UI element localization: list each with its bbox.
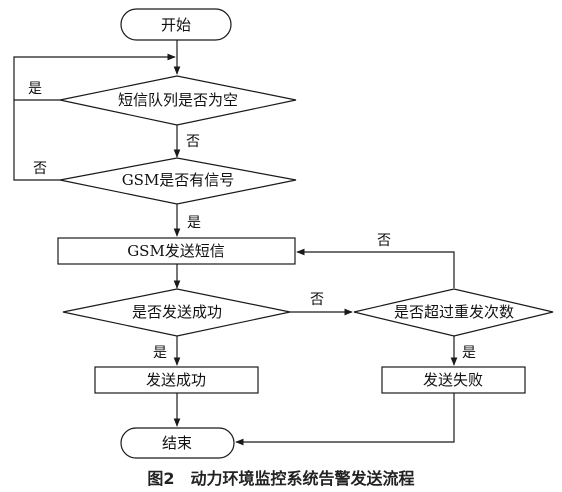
node-gsm-send: GSM发送短信 (57, 237, 296, 265)
node-start-label: 开始 (161, 16, 191, 34)
node-exceed-retry-label: 是否超过重发次数 (394, 303, 514, 321)
edge-label-retry-no: 否 (377, 233, 391, 249)
node-end-label: 结束 (162, 434, 192, 452)
node-send-success-label: 是否发送成功 (132, 303, 222, 321)
edge-retry-no (296, 248, 455, 288)
node-sent-ok-label: 发送成功 (146, 371, 206, 389)
node-sent-ok: 发送成功 (94, 366, 259, 394)
edge-label-queue-yes: 是 (28, 81, 42, 97)
edge-signal-no-loop (13, 100, 60, 181)
node-sent-fail-label: 发送失败 (423, 371, 483, 389)
edge-label-queue-no: 否 (186, 134, 200, 150)
edge-labels: 是 否 否 是 否 否 是 是 (28, 81, 476, 361)
node-sent-fail: 发送失败 (381, 366, 526, 394)
figure-caption: 图2 动力环境监控系统告警发送流程 (147, 469, 414, 488)
edge-label-success-yes: 是 (153, 345, 167, 361)
edge-label-exceed-yes: 是 (462, 345, 476, 361)
edge-label-success-no: 否 (310, 292, 324, 308)
node-send-success: 是否发送成功 (62, 288, 291, 337)
node-gsm-signal-label: GSM是否有信号 (122, 171, 235, 189)
edge-label-signal-yes: 是 (187, 215, 201, 231)
edge-queue-yes-loop (13, 53, 176, 101)
node-queue-empty-label: 短信队列是否为空 (118, 91, 238, 109)
edge-label-signal-no: 否 (33, 161, 47, 177)
node-gsm-signal: GSM是否有信号 (59, 157, 297, 205)
node-gsm-send-label: GSM发送短信 (127, 242, 225, 260)
node-queue-empty: 短信队列是否为空 (59, 75, 297, 126)
edge-fail-to-end (235, 393, 455, 446)
connectors (13, 40, 458, 446)
node-exceed-retry: 是否超过重发次数 (353, 288, 554, 337)
node-end: 结束 (120, 427, 235, 459)
node-start: 开始 (120, 8, 232, 41)
